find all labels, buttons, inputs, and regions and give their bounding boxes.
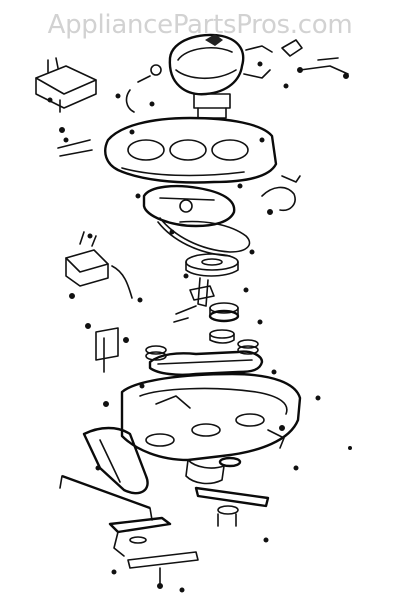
callout-markers [111,61,352,593]
pivot-bracket-left [85,323,129,373]
mount-hardware-left [57,127,93,157]
engine-assembly [125,33,273,119]
mower-deck-housing [82,372,302,495]
blade-center [127,551,199,589]
watermark-text: AppliancePartsPros.com [47,10,353,40]
belt-cover-plate [142,184,236,228]
spring-cable-right [261,175,301,215]
deck-top-cover [104,116,278,184]
blade-left [108,516,172,557]
blade-drive-belt [145,339,264,376]
control-linkage-right [281,39,349,79]
throttle-control-bracket [35,57,97,113]
spindle-idler-stack [173,253,249,344]
blade-right [194,486,270,527]
height-adjust-lever [65,231,133,299]
